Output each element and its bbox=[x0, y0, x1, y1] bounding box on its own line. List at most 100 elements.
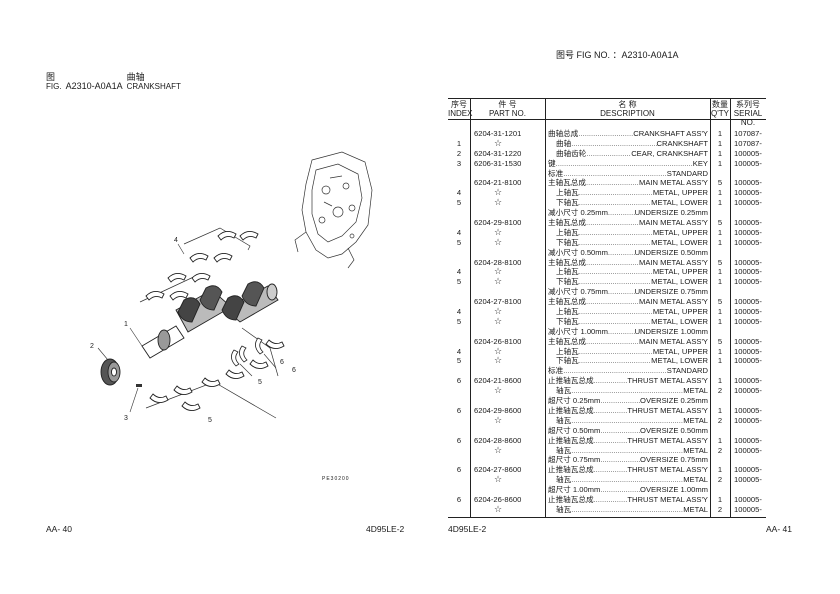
row-desc-en: THRUST METAL ASS'Y bbox=[627, 494, 708, 504]
leader-dots bbox=[594, 406, 628, 416]
row-serial: 100005- bbox=[734, 316, 762, 326]
row-quantity: 2 bbox=[717, 445, 723, 455]
row-quantity: 1 bbox=[717, 465, 723, 475]
row-description: 曲轴总成CRANKSHAFT ASS'Y bbox=[548, 129, 708, 139]
leader-dots bbox=[586, 178, 639, 188]
fig-title-en: CRANKSHAFT bbox=[126, 82, 181, 91]
leader-dots bbox=[608, 287, 635, 297]
leader-dots bbox=[579, 307, 653, 317]
row-quantity: 1 bbox=[717, 356, 723, 366]
leader-dots bbox=[579, 188, 653, 198]
left-model: 4D95LE-2 bbox=[366, 524, 405, 534]
row-index: 5 bbox=[456, 237, 462, 247]
row-index: 5 bbox=[456, 198, 462, 208]
row-desc-zh: 减小尺寸 1.00mm bbox=[548, 326, 608, 336]
row-desc-en: KEY bbox=[692, 158, 708, 168]
row-description: 超尺寸 1.00mmOVERSIZE 1.00mm bbox=[548, 485, 708, 495]
leader-dots bbox=[600, 396, 640, 406]
row-serial: 100005- bbox=[734, 237, 762, 247]
row-description: 上轴瓦METAL, UPPER bbox=[556, 228, 708, 238]
row-quantity: 1 bbox=[717, 129, 723, 138]
row-quantity: 2 bbox=[717, 415, 723, 425]
row-desc-zh: 超尺寸 1.00mm bbox=[548, 485, 601, 495]
row-description: 止推轴瓦总成THRUST METAL ASS'Y bbox=[548, 495, 708, 505]
row-part-number: 6206-31-1530 bbox=[474, 158, 522, 168]
row-description: 轴瓦METAL bbox=[556, 475, 708, 485]
leader-dots bbox=[579, 228, 653, 238]
header-serial-zh: 系列号 bbox=[736, 100, 760, 109]
row-description: 主轴瓦总成MAIN METAL ASS'Y bbox=[548, 297, 708, 307]
row-quantity: 5 bbox=[717, 257, 723, 267]
row-serial: 100005- bbox=[734, 158, 762, 168]
row-desc-en: METAL bbox=[683, 386, 708, 396]
row-desc-zh: 超尺寸 0.25mm bbox=[548, 396, 601, 406]
row-index: 5 bbox=[456, 316, 462, 326]
row-part-number: ☆ bbox=[494, 266, 503, 277]
row-description: 上轴瓦METAL, UPPER bbox=[556, 307, 708, 317]
row-quantity: 2 bbox=[717, 386, 723, 396]
leader-dots bbox=[594, 376, 628, 386]
row-part-number: 6204-31-1201 bbox=[474, 129, 522, 138]
row-part-number: 6204-21-8600 bbox=[474, 376, 522, 386]
callout-2: 2 bbox=[90, 343, 94, 350]
row-desc-en: STANDARD bbox=[666, 366, 708, 376]
row-desc-en: METAL, UPPER bbox=[652, 346, 708, 356]
row-description: 下轴瓦METAL, LOWER bbox=[556, 198, 708, 208]
leader-dots bbox=[563, 366, 667, 376]
row-desc-en: METAL, LOWER bbox=[651, 198, 708, 208]
row-part-number: 6204-27-8600 bbox=[474, 465, 522, 475]
row-description: 轴瓦METAL bbox=[556, 446, 708, 456]
row-desc-en: METAL, LOWER bbox=[651, 237, 708, 247]
row-desc-zh: 止推轴瓦总成 bbox=[548, 465, 594, 475]
row-serial: 100005- bbox=[734, 475, 762, 485]
header-part-zh: 件 号 bbox=[498, 100, 517, 109]
crankshaft-body bbox=[141, 281, 279, 359]
row-desc-zh: 上轴瓦 bbox=[556, 227, 579, 237]
row-desc-en: MAIN METAL ASS'Y bbox=[639, 218, 708, 228]
row-serial: 100005- bbox=[734, 307, 762, 317]
leader-dots bbox=[586, 218, 639, 228]
row-part-number: 6204-26-8600 bbox=[474, 494, 522, 504]
row-desc-zh: 超尺寸 0.75mm bbox=[548, 455, 601, 465]
row-quantity: 1 bbox=[717, 405, 723, 415]
row-desc-en: CRANKSHAFT ASS'Y bbox=[633, 129, 708, 138]
row-index: 6 bbox=[456, 494, 462, 504]
row-part-number: ☆ bbox=[494, 345, 503, 356]
leader-dots bbox=[579, 347, 653, 357]
table-header: 序号 INDEX 件 号 PART NO. 名 称 DESCRIPTION 数量… bbox=[448, 99, 766, 127]
header-index-zh: 序号 bbox=[451, 100, 467, 109]
row-description: 减小尺寸 0.75mmUNDERSIZE 0.75mm bbox=[548, 287, 708, 297]
row-part-number: 6204-21-8100 bbox=[474, 178, 522, 188]
row-index: 6 bbox=[456, 376, 462, 386]
row-desc-en: THRUST METAL ASS'Y bbox=[627, 435, 708, 445]
row-serial: 100005- bbox=[734, 405, 762, 415]
parts-table: 序号 INDEX 件 号 PART NO. 名 称 DESCRIPTION 数量… bbox=[448, 98, 766, 518]
row-description: 下轴瓦METAL, LOWER bbox=[556, 356, 708, 366]
table-body: 6204-31-1201曲轴总成CRANKSHAFT ASS'Y1107087-… bbox=[448, 120, 766, 517]
leader-dots bbox=[578, 129, 633, 139]
table-row: 减小尺寸 1.00mmUNDERSIZE 1.00mm bbox=[448, 327, 766, 337]
table-row: ☆轴瓦METAL2100005- bbox=[448, 385, 766, 396]
leader-dots bbox=[579, 238, 651, 248]
row-desc-zh: 上轴瓦 bbox=[556, 307, 579, 317]
row-desc-zh: 下轴瓦 bbox=[556, 356, 579, 366]
table-row: 6204-26-8100主轴瓦总成MAIN METAL ASS'Y5100005… bbox=[448, 337, 766, 347]
row-part-number: 6204-28-8100 bbox=[474, 257, 522, 267]
leader-dots bbox=[571, 139, 656, 149]
row-description: 键KEY bbox=[548, 159, 708, 169]
table-row: 减小尺寸 0.75mmUNDERSIZE 0.75mm bbox=[448, 287, 766, 297]
row-description: 主轴瓦总成MAIN METAL ASS'Y bbox=[548, 178, 708, 188]
row-desc-zh: 轴瓦 bbox=[556, 386, 572, 396]
row-desc-zh: 主轴瓦总成 bbox=[548, 257, 586, 267]
row-desc-zh: 轴瓦 bbox=[556, 415, 572, 425]
